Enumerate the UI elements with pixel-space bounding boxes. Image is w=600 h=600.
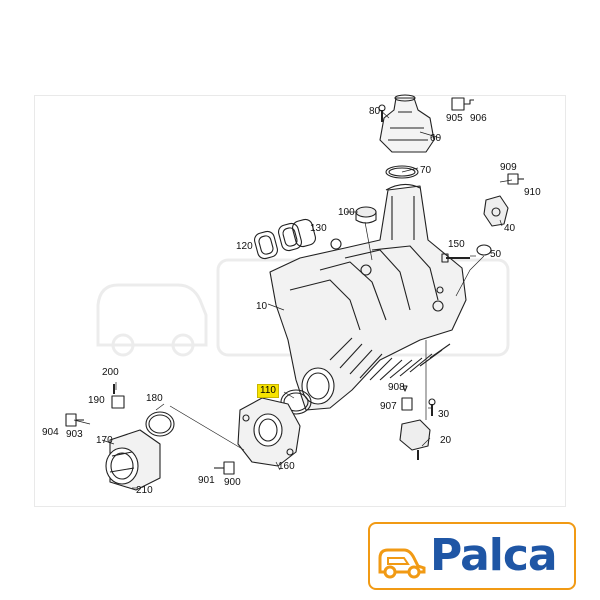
housing-170 bbox=[105, 429, 161, 491]
label-200: 200 bbox=[102, 367, 119, 378]
intake-manifold-part bbox=[269, 183, 467, 411]
label-900: 900 bbox=[224, 477, 241, 488]
label-904: 904 bbox=[42, 427, 59, 438]
label-30: 30 bbox=[438, 409, 450, 420]
label-910: 910 bbox=[524, 187, 541, 198]
cap-100 bbox=[355, 206, 377, 218]
car-icon bbox=[378, 548, 426, 579]
label-20: 20 bbox=[440, 435, 452, 446]
label-903: 903 bbox=[66, 429, 83, 440]
palca-logo-text: Palca bbox=[430, 530, 558, 581]
label-100: 100 bbox=[338, 207, 355, 218]
palca-logo: Palca bbox=[368, 522, 576, 590]
label-908: 908 bbox=[388, 382, 405, 393]
clip-905 bbox=[451, 97, 465, 111]
label-190: 190 bbox=[88, 395, 105, 406]
seal-ring-180 bbox=[145, 411, 175, 437]
label-905: 905 bbox=[446, 113, 463, 124]
label-901: 901 bbox=[198, 475, 215, 486]
clip-900 bbox=[223, 461, 235, 475]
gasket-130 bbox=[277, 222, 303, 252]
label-130: 130 bbox=[310, 223, 327, 234]
sensor-40 bbox=[483, 195, 509, 227]
valve-20 bbox=[399, 419, 431, 460]
label-210: 210 bbox=[136, 485, 153, 496]
label-50: 50 bbox=[490, 249, 502, 260]
sensor-190 bbox=[111, 395, 125, 409]
air-inlet-part bbox=[379, 94, 435, 153]
throttle-body-160 bbox=[237, 397, 301, 467]
label-150: 150 bbox=[448, 239, 465, 250]
seal-ring-70 bbox=[385, 165, 419, 179]
label-80: 80 bbox=[369, 106, 381, 117]
label-909: 909 bbox=[500, 162, 517, 173]
label-120: 120 bbox=[236, 241, 253, 252]
label-160: 160 bbox=[278, 461, 295, 472]
clip-910 bbox=[507, 173, 519, 185]
label-180: 180 bbox=[146, 393, 163, 404]
ring-50 bbox=[476, 244, 492, 256]
label-70: 70 bbox=[420, 165, 432, 176]
label-110-highlighted: 110 bbox=[257, 384, 279, 398]
label-60: 60 bbox=[430, 133, 442, 144]
gasket-120 bbox=[253, 230, 279, 260]
label-907: 907 bbox=[380, 401, 397, 412]
label-40: 40 bbox=[504, 223, 516, 234]
label-10: 10 bbox=[256, 301, 268, 312]
label-906: 906 bbox=[470, 113, 487, 124]
label-170: 170 bbox=[96, 435, 113, 446]
clip-907 bbox=[401, 397, 413, 411]
